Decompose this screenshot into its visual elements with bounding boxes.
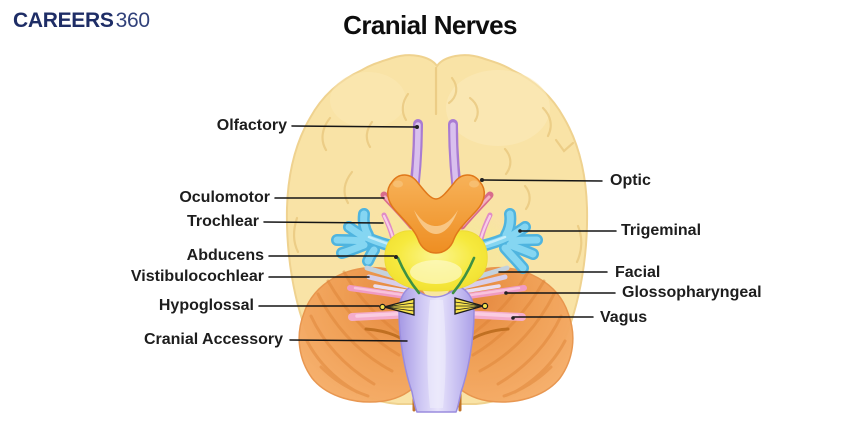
- page-title: Cranial Nerves: [343, 10, 517, 40]
- abducens-nerves-graphic: [396, 256, 476, 295]
- logo-text-360: 360: [115, 9, 150, 32]
- label-olfactory: Olfactory: [216, 117, 287, 134]
- cerebellum-folia-lines: [305, 270, 567, 398]
- trochlear-nerves-graphic: [381, 212, 493, 242]
- cerebrum-gyri-lines: [293, 66, 583, 264]
- label-oculomotor: Oculomotor: [179, 189, 270, 206]
- label-vagus: Vagus: [600, 309, 648, 326]
- label-cranial-accessory: Cranial Accessory: [143, 331, 283, 348]
- logo-text-careers: CAREERS: [13, 9, 114, 32]
- leader-line-cranial-accessory: [289, 339, 408, 342]
- leader-line-trochlear: [263, 221, 384, 224]
- label-hypoglossal: Hypoglossal: [158, 297, 254, 314]
- leader-line-olfactory: [291, 125, 417, 128]
- careers360-logo: CAREERS360: [13, 9, 150, 33]
- label-glossopharyngeal: Glossopharyngeal: [622, 284, 762, 301]
- label-optic: Optic: [610, 172, 651, 189]
- optic-chiasm-graphic: [387, 174, 485, 254]
- hypoglossal-nerves-graphic: [379, 297, 489, 316]
- label-facial: Facial: [615, 264, 661, 281]
- label-trigeminal: Trigeminal: [621, 222, 702, 239]
- label-trochlear: Trochlear: [186, 213, 259, 230]
- label-vistibulocochlear: Vistibulocochlear: [130, 268, 264, 285]
- leader-lines: [258, 125, 617, 342]
- leader-line-optic: [482, 179, 603, 182]
- label-abducens: Abducens: [186, 247, 264, 264]
- brainstem-graphic: [398, 285, 475, 413]
